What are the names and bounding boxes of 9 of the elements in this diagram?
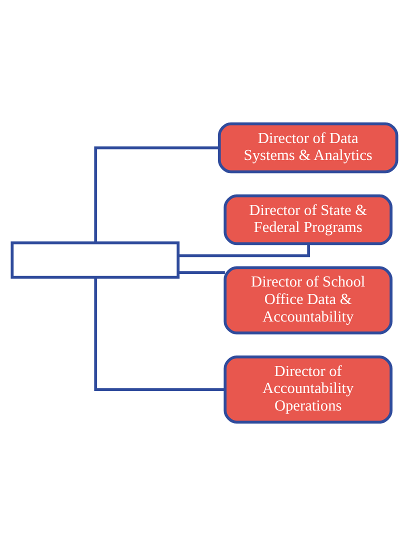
node-box: Director of Accountability Operations — [224, 355, 393, 424]
node-box: Director of School Office Data & Accountability — [224, 266, 393, 334]
connector — [94, 277, 226, 390]
node-box — [10, 240, 180, 278]
connector — [178, 270, 225, 274]
connector — [178, 243, 310, 257]
node-box: Director of Data Systems & Analytics — [218, 122, 398, 173]
node-box: Director of State & Federal Programs — [224, 194, 393, 245]
connector — [94, 146, 220, 242]
